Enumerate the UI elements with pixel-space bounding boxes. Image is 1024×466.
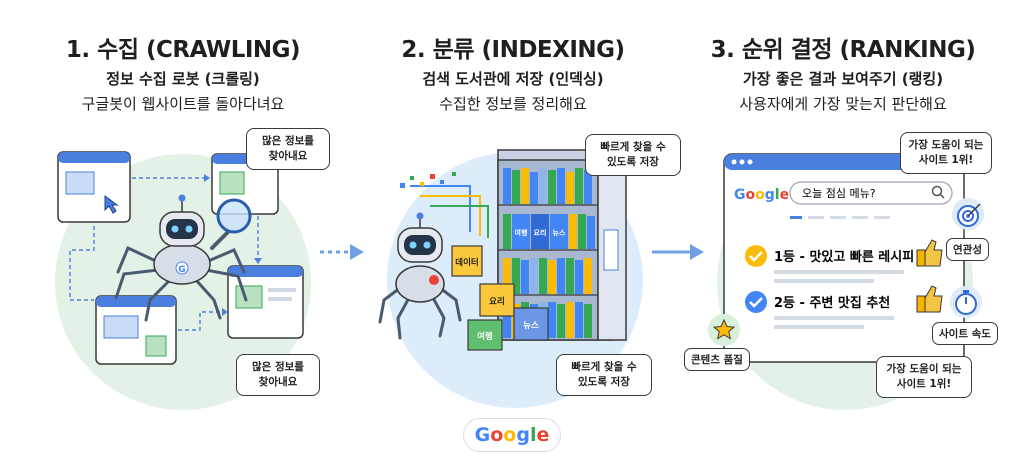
- factor-relevance-label: 연관성: [946, 238, 989, 261]
- step-arrow-1: [320, 244, 364, 260]
- crawling-title: 1. 수집 (CRAWLING): [65, 37, 301, 63]
- magnifier-icon: [210, 198, 252, 250]
- box-cooking: [479, 283, 515, 317]
- search-icon: [931, 185, 945, 199]
- stopwatch-icon: [950, 286, 982, 318]
- crawling-description: 구글봇이 웹사이트를 돌아다녀요: [81, 95, 285, 113]
- search-box: [789, 181, 953, 205]
- box-data: [451, 245, 483, 277]
- factor-speed-label: 사이트 속도: [932, 322, 998, 345]
- search-query: 오늘 점심 메뉴?: [802, 187, 876, 200]
- ranking-title: 3. 순위 결정 (RANKING): [710, 37, 976, 63]
- webpage-1: [57, 151, 131, 223]
- ranking-description: 사용자에게 가장 맞는지 판단해요: [739, 95, 947, 113]
- data-streams: [410, 185, 489, 238]
- book-label-3: 뉴스: [553, 229, 566, 237]
- result-1: 1등 - 맛있고 빠른 레시피: [774, 249, 914, 265]
- bookshelf-icon: 여행 요리 뉴스: [497, 149, 642, 341]
- thumbs-up-icon: [916, 285, 943, 313]
- factor-quality-label: 콘텐츠 품질: [684, 348, 750, 371]
- box-label-data: 데이터: [455, 257, 478, 268]
- webpage-4: [95, 295, 177, 365]
- target-icon: [952, 198, 984, 230]
- indexing-title: 2. 분류 (INDEXING): [401, 37, 625, 63]
- webpage-3: [227, 265, 304, 339]
- robot-icon: G: [114, 194, 248, 322]
- box-label-cooking: 요리: [489, 296, 505, 307]
- indexing-subtitle: 검색 도서관에 저장 (인덱싱): [422, 70, 604, 88]
- search-window: Google 오늘 점심 메뉴? 1등 - 맛있고 빠른 레시피 2등 - 주변…: [723, 153, 965, 363]
- mini-google-logo: Google: [734, 187, 789, 203]
- check-badge-icon: [745, 245, 767, 267]
- box-label-news: 뉴스: [523, 321, 539, 331]
- ranking-subtitle: 가장 좋은 결과 보여주기 (랭킹): [742, 70, 944, 88]
- step-arrow-2: [652, 244, 704, 260]
- box-travel: [467, 319, 503, 351]
- data-dots: [400, 172, 456, 188]
- book-label-2: 요리: [534, 228, 547, 237]
- check-badge-icon: [745, 291, 767, 313]
- cursor-icon: [104, 195, 119, 214]
- box-news: [513, 307, 549, 341]
- indexing-description: 수집한 정보를 정리해요: [439, 95, 587, 113]
- book-label-1: 여행: [515, 228, 528, 237]
- svg-text:G: G: [178, 265, 185, 275]
- google-logo: Google: [463, 418, 561, 452]
- crawling-subtitle: 정보 수집 로봇 (크롤링): [106, 70, 260, 88]
- thumbs-up-icon: [916, 239, 943, 267]
- box-label-travel: 여행: [477, 331, 493, 342]
- data-boxes: [451, 245, 549, 351]
- result-2: 2등 - 주변 맛집 추천: [774, 295, 890, 311]
- crawl-links: [69, 177, 259, 331]
- star-icon: [708, 314, 740, 346]
- robot-icon: [378, 212, 462, 340]
